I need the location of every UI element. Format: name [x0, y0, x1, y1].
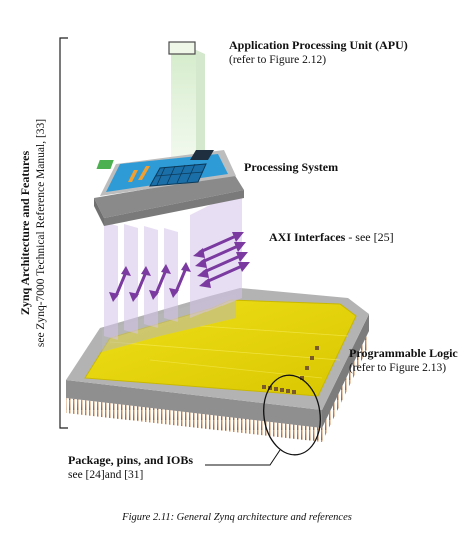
- pl-label-ref: (refer to Figure 2.13): [349, 362, 447, 374]
- package-label-title: Package, pins, and IOBs: [68, 453, 194, 467]
- apu-label-ref: (refer to Figure 2.12): [229, 54, 327, 66]
- processing-system-board: [94, 150, 244, 226]
- side-label-subtitle: see Zynq-7000 Technical Reference Manual…: [35, 118, 47, 348]
- side-bracket: [59, 37, 68, 429]
- figure-caption: Figure 2.11: General Zynq architecture a…: [122, 512, 352, 523]
- package-pins: [66, 331, 369, 442]
- package-highlight-circle: [263, 374, 321, 456]
- pl-label-title: Programmable Logic: [349, 346, 458, 360]
- ps-label-title: Processing System: [244, 160, 339, 174]
- side-label-title: Zynq Architecture and Features: [18, 150, 32, 316]
- axi-arrows: [109, 232, 250, 302]
- axi-label: AXI Interfaces - see [25]: [269, 230, 394, 245]
- package-leader-line: [205, 449, 281, 466]
- axi-label-title: AXI Interfaces: [269, 230, 346, 244]
- package-label-ref: see [24]and [31]: [68, 469, 144, 481]
- side-label: Zynq Architecture and Features see Zynq-…: [17, 83, 51, 383]
- axi-label-ref: - see [25]: [345, 230, 394, 244]
- apu-label-title: Application Processing Unit (APU): [229, 38, 408, 52]
- ps-label: Processing System: [244, 160, 338, 175]
- apu-label: Application Processing Unit (APU) (refer…: [229, 38, 408, 68]
- package-label: Package, pins, and IOBs see [24]and [31]: [68, 453, 193, 483]
- pl-label: Programmable Logic (refer to Figure 2.13…: [349, 346, 458, 376]
